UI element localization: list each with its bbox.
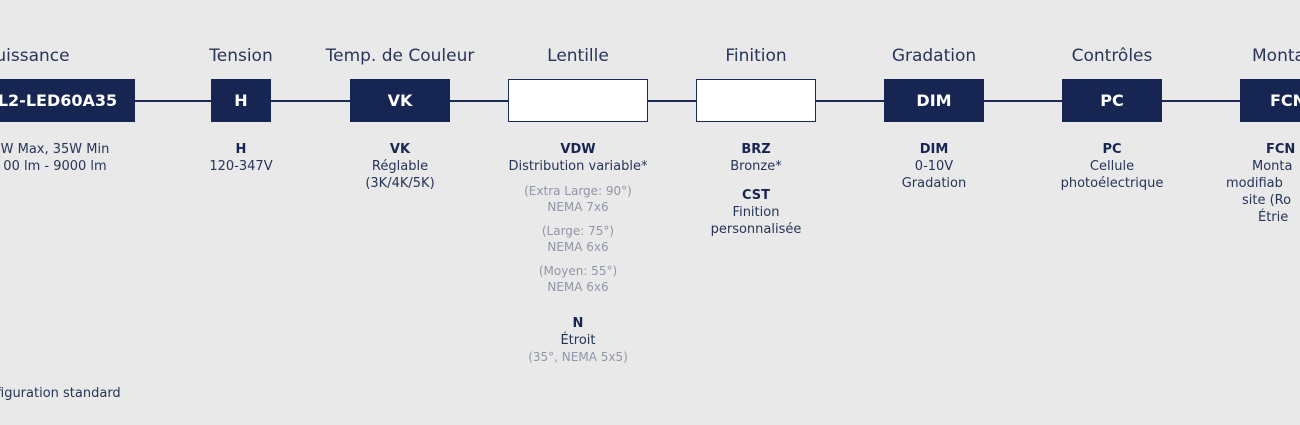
desc-tension: H 120-347V (151, 141, 331, 175)
option-code: H (235, 142, 247, 157)
desc-line: Étrie (1258, 210, 1289, 225)
option-box-montage[interactable]: FCN (1240, 79, 1300, 122)
connector-line (0, 100, 1300, 102)
desc-line: Réglable (371, 159, 429, 174)
desc-line: modifiab (1226, 176, 1283, 191)
muted-line: (35°, NEMA 5x5) (528, 350, 628, 364)
header-finition: Finition (725, 46, 787, 66)
muted-line: (Moyen: 55°) (538, 264, 618, 278)
muted-line: NEMA 6x6 (547, 280, 609, 294)
option-code: BRZ (741, 142, 771, 157)
spacer (448, 307, 708, 315)
desc-line: W Max, 35W Min (0, 142, 110, 157)
desc-line: Distribution variable* (508, 159, 648, 174)
option-code: VK (389, 142, 411, 157)
desc-line: 120-347V (209, 159, 273, 174)
option-box-controles[interactable]: PC (1062, 79, 1162, 122)
desc-line: personnalisée (710, 222, 802, 237)
desc-line: 00 lm - 9000 lm (3, 159, 107, 174)
option-code: N (572, 316, 584, 331)
option-box-tension[interactable]: H (211, 79, 271, 122)
option-box-puissance[interactable]: L2-LED60A35 (0, 79, 135, 122)
desc-controles: PC Cellule photoélectrique (1002, 141, 1222, 192)
header-tension: Tension (209, 46, 273, 66)
desc-puissance: W Max, 35W Min 00 lm - 9000 lm (0, 141, 180, 175)
desc-lentille: VDW Distribution variable* (Extra Large:… (448, 141, 708, 365)
desc-line: Gradation (901, 176, 967, 191)
desc-line: Cellule (1089, 159, 1135, 174)
desc-line: Bronze* (730, 159, 782, 174)
desc-line: Monta (1252, 159, 1293, 174)
muted-line: NEMA 7x6 (547, 200, 609, 214)
header-gradation: Gradation (891, 46, 977, 66)
desc-line: Étroit (560, 333, 596, 348)
option-box-lentille[interactable] (508, 79, 648, 122)
desc-temperature: VK Réglable (3K/4K/5K) (290, 141, 510, 192)
header-puissance: Puissance (0, 46, 70, 66)
desc-finition: BRZ Bronze* CST Finition personnalisée (636, 141, 876, 238)
header-controles: Contrôles (1071, 46, 1153, 66)
desc-line: 0-10V (914, 159, 954, 174)
option-box-gradation[interactable]: DIM (884, 79, 984, 122)
header-montage: Monta (1252, 46, 1300, 66)
muted-line: (Large: 75°) (541, 224, 615, 238)
option-code: DIM (919, 142, 949, 157)
muted-line: NEMA 6x6 (547, 240, 609, 254)
header-temperature: Temp. de Couleur (325, 46, 475, 66)
option-box-finition[interactable] (696, 79, 816, 122)
header-lentille: Lentille (547, 46, 609, 66)
desc-line: Finition (732, 205, 780, 220)
spacer (448, 295, 708, 307)
desc-gradation: DIM 0-10V Gradation (824, 141, 1044, 192)
desc-line: (3K/4K/5K) (365, 176, 435, 191)
option-code: FCN (1266, 142, 1296, 157)
muted-line: (Extra Large: 90°) (524, 184, 632, 198)
option-box-temperature[interactable]: VK (350, 79, 450, 122)
footnote: figuration standard (0, 386, 121, 401)
spacer (448, 255, 708, 263)
desc-line: photoélectrique (1060, 176, 1164, 191)
desc-montage: FCN Monta modifiab site (Ro Étrie (1226, 141, 1300, 226)
desc-line: site (Ro (1242, 193, 1292, 208)
option-code: CST (741, 188, 770, 203)
option-code: VDW (560, 142, 596, 157)
option-code: PC (1102, 142, 1122, 157)
